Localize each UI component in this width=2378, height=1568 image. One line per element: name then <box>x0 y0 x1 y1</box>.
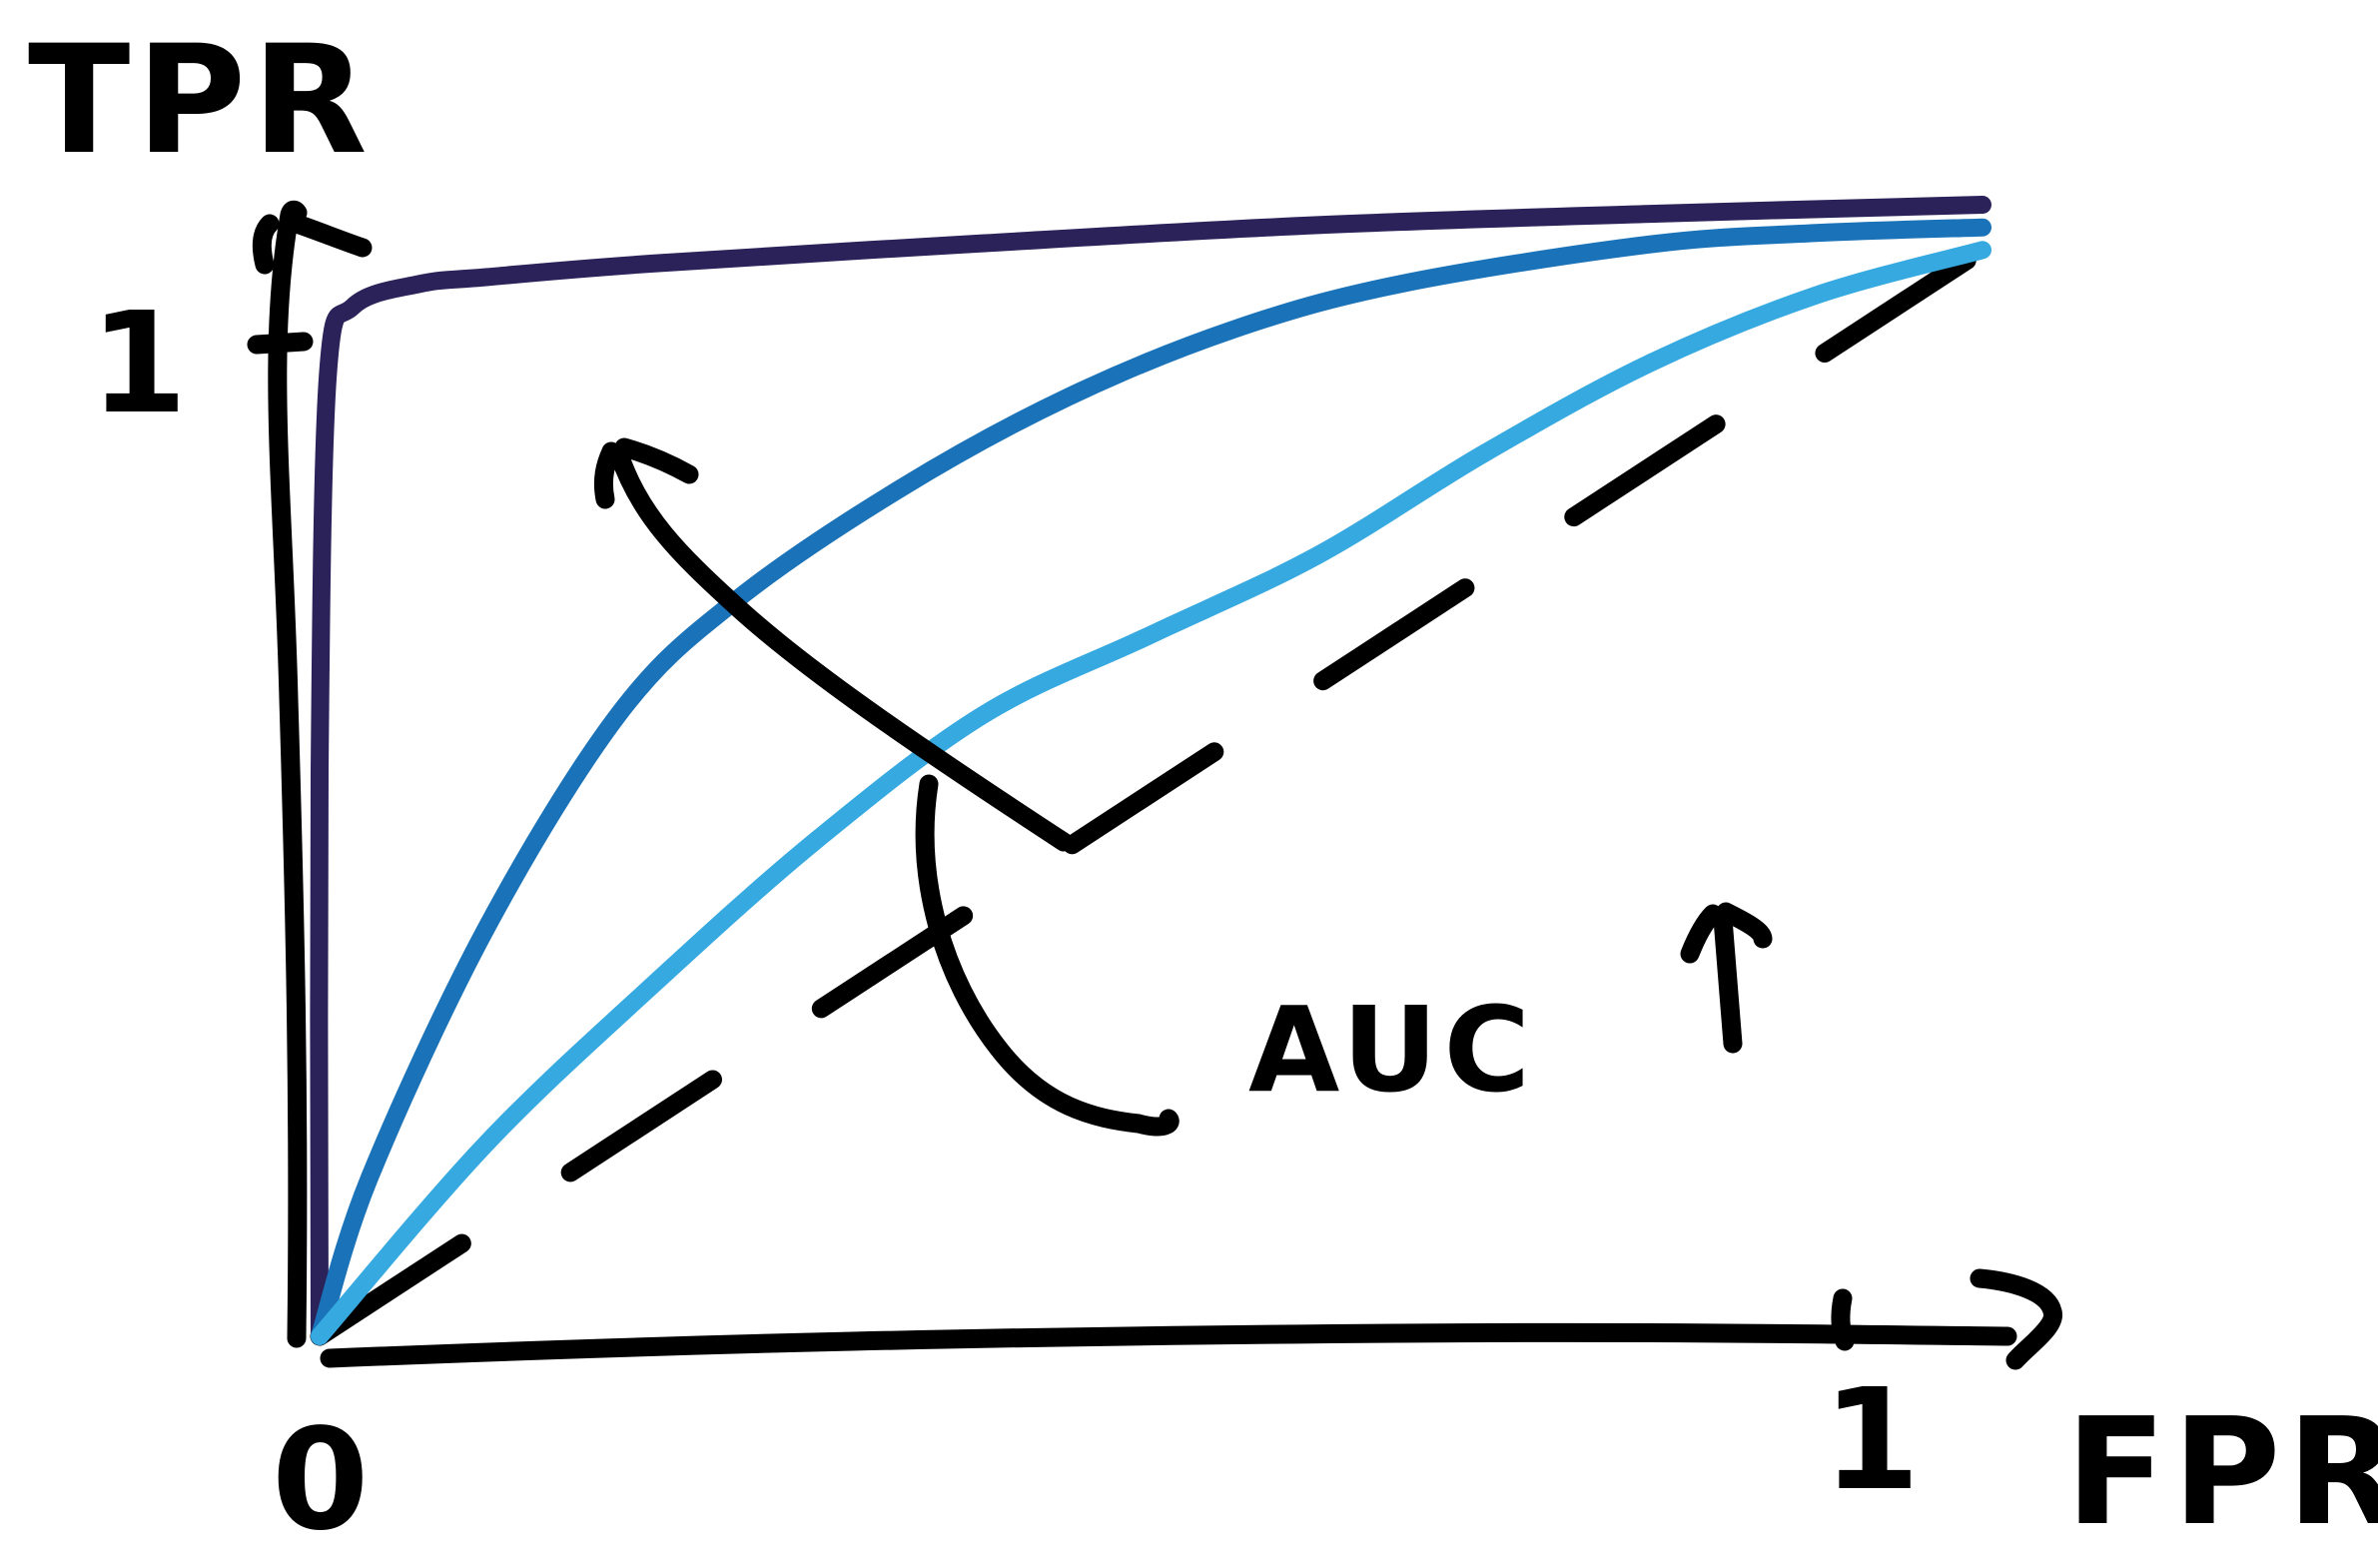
auc-swoosh <box>915 774 1180 1137</box>
y-axis-label: TPR <box>28 14 374 188</box>
x-axis-arrowhead <box>1970 1268 2062 1370</box>
axis-labels: TPR FPR 1 0 1 <box>28 14 2378 1562</box>
x-tick-label-0: 0 <box>272 1399 375 1562</box>
auc-arrow-shaft <box>609 444 1074 852</box>
roc-curve-3 <box>311 241 1991 1345</box>
x-tick-label-1: 1 <box>1823 1359 1926 1522</box>
random-classifier-diagonal <box>310 240 1992 1346</box>
y-axis-arrowhead <box>252 214 373 275</box>
roc-curve-1 <box>310 196 1991 1345</box>
axes <box>247 200 2062 1370</box>
y-axis-line <box>268 200 308 1348</box>
x-axis-label: FPR <box>2065 1386 2378 1558</box>
auc-arrow-head <box>593 437 699 509</box>
auc-annotation: AUC <box>593 437 1773 1137</box>
auc-up-arrow <box>1680 902 1773 1054</box>
y-tick-label-1: 1 <box>90 283 193 445</box>
x-axis-tick-1 <box>1831 1288 1855 1351</box>
x-axis-line <box>320 1322 2017 1368</box>
y-axis-tick-1 <box>247 332 314 355</box>
series-layer <box>310 196 1992 1346</box>
auc-label: AUC <box>1248 981 1536 1119</box>
roc-curve-2 <box>311 218 1991 1345</box>
